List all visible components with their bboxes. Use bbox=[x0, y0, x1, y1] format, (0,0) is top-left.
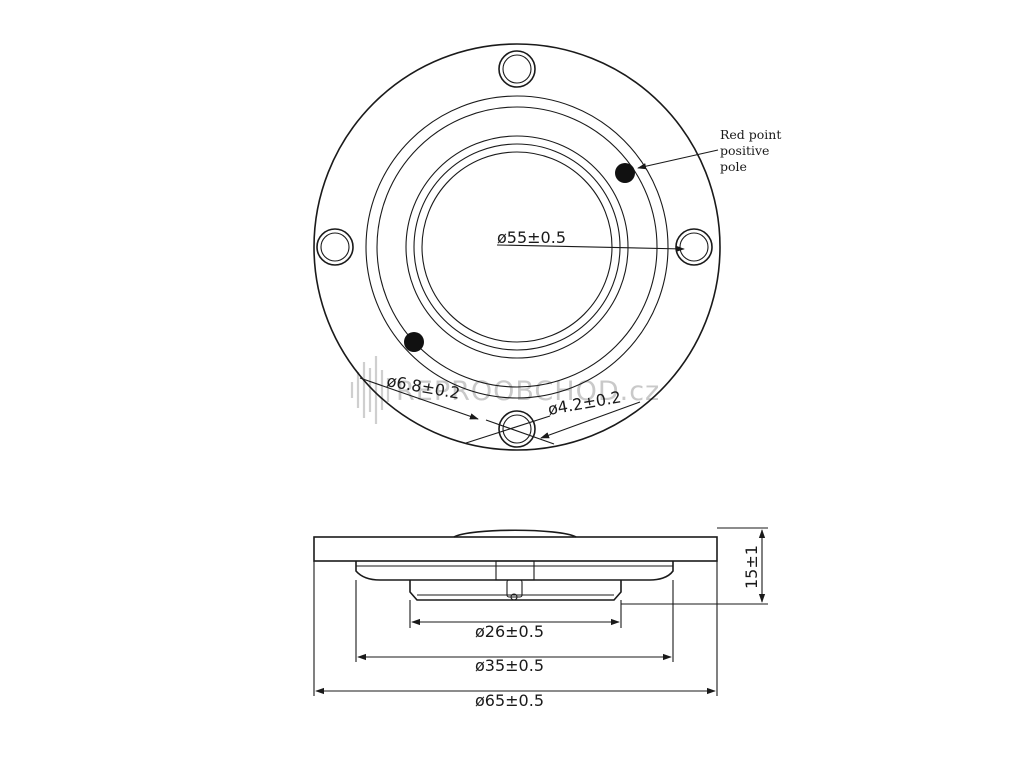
inner-diameter-dim-line bbox=[496, 244, 685, 252]
watermark-text: REPROOBCHOD.cz bbox=[396, 376, 660, 407]
mount-hole-top bbox=[498, 50, 536, 88]
mount-hole-bottom bbox=[498, 410, 536, 448]
annotation-line-2: positive bbox=[720, 143, 769, 158]
annotation-leader-line bbox=[637, 149, 719, 170]
mount-hole-dim-line bbox=[465, 415, 551, 444]
housing-profile bbox=[355, 561, 674, 581]
watermark-waveform-icon bbox=[350, 356, 390, 424]
inner-diameter-label: ø55±0.5 bbox=[497, 228, 566, 247]
ring-circle-4 bbox=[413, 143, 621, 351]
d65-label: ø65±0.5 bbox=[475, 691, 544, 710]
terminal-pin bbox=[506, 579, 523, 598]
mount-hole-left bbox=[316, 228, 354, 266]
flange-profile bbox=[313, 536, 718, 562]
d35-label: ø35±0.5 bbox=[475, 656, 544, 675]
ring-circle-1 bbox=[365, 95, 669, 399]
side-view: 15±1 ø26±0.5 ø35±0.5 ø65±0.5 bbox=[313, 527, 768, 710]
terminal-block bbox=[495, 560, 535, 581]
positive-pole-red-point bbox=[615, 163, 635, 183]
ring-circle-2 bbox=[376, 106, 658, 388]
ring-circle-3 bbox=[405, 135, 629, 359]
height-label: 15±1 bbox=[742, 545, 761, 589]
d26-label: ø26±0.5 bbox=[475, 622, 544, 641]
pin-hole-leader bbox=[540, 401, 641, 439]
annotation-text: Red point positive pole bbox=[720, 127, 785, 174]
annotation-line-3: pole bbox=[720, 159, 747, 174]
watermark: REPROOBCHOD.cz bbox=[350, 356, 660, 424]
terminal-pin-hole bbox=[510, 593, 518, 601]
mount-hole-right bbox=[675, 228, 713, 266]
outer-flange-circle bbox=[313, 43, 721, 451]
negative-pole-point bbox=[404, 332, 424, 352]
mount-hole-leader bbox=[359, 377, 479, 420]
dome-profile bbox=[453, 529, 577, 538]
pin-hole-dim-line bbox=[485, 419, 555, 445]
annotation-line-1: Red point bbox=[720, 127, 781, 142]
